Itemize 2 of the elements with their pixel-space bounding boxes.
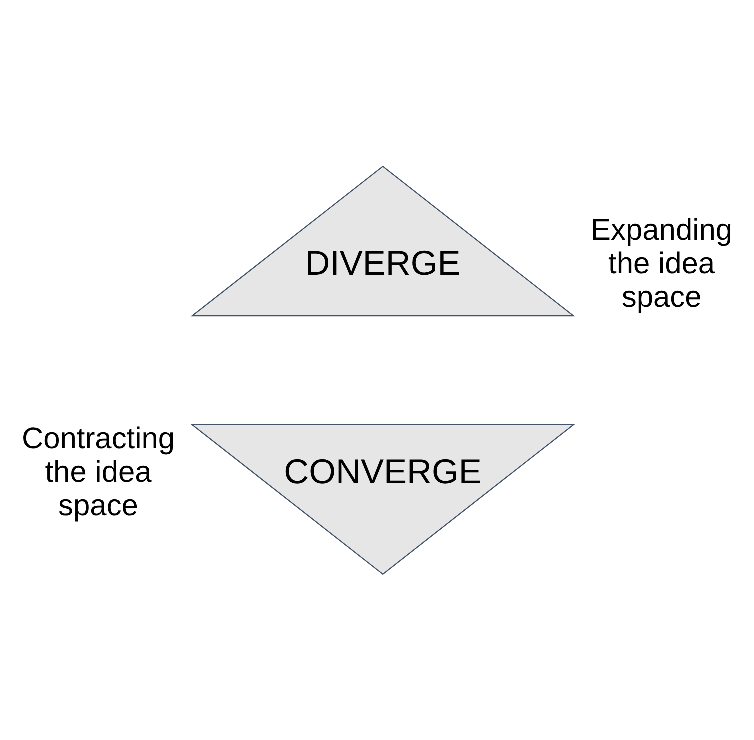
node-label: Contracting the idea space [22,422,176,522]
node-label: Expanding the idea space [591,214,733,314]
